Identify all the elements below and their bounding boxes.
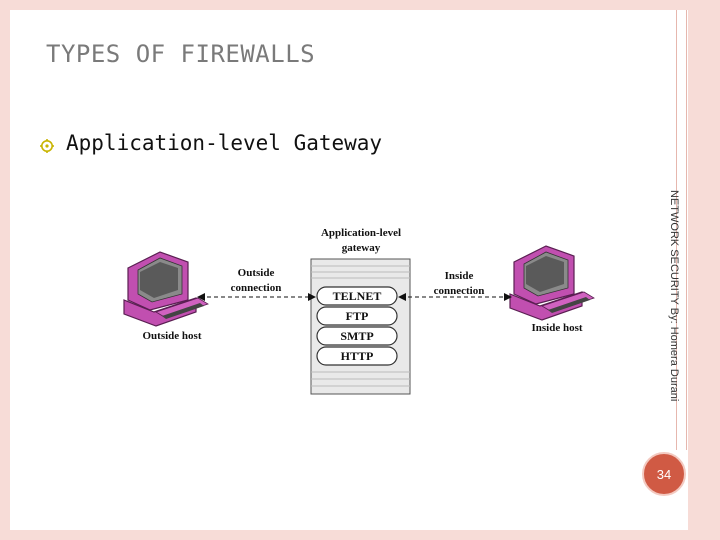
inside-connection-line2: connection (434, 285, 485, 297)
protocol-telnet (316, 286, 398, 306)
bullet-icon (40, 139, 54, 153)
slide-frame-left (0, 0, 10, 540)
rail-line-outer (686, 10, 687, 450)
bullet-text: Application-level Gateway (66, 131, 383, 155)
slide-frame-top (0, 0, 720, 10)
outside-computer-icon (123, 251, 209, 327)
protocol-label-http: HTTP (341, 349, 374, 363)
outside-host-label: Outside host (143, 330, 202, 342)
page-number-badge: 34 (642, 452, 686, 496)
protocol-label-ftp: FTP (346, 309, 369, 323)
protocol-label-telnet: TELNET (333, 289, 382, 303)
page-number: 34 (656, 466, 672, 482)
outside-arrow-right-head (308, 293, 316, 301)
gateway-title-line2: gateway (342, 242, 381, 254)
protocol-label-smtp: SMTP (340, 329, 373, 343)
slide-title: TYPES OF FIREWALLS (46, 40, 316, 68)
inside-host-label: Inside host (531, 322, 582, 334)
outside-connection-line2: connection (231, 282, 282, 294)
outside-arrow-left-head (197, 293, 205, 301)
protocol-smtp (316, 326, 398, 346)
protocol-http (316, 346, 398, 366)
inside-connection-line1: Inside (445, 270, 474, 282)
gateway-title-line1: Application-level (321, 227, 401, 239)
protocol-ftp (316, 306, 398, 326)
rail-line (676, 10, 677, 450)
side-label: NETWORK SECURITY By: Homera Durani (668, 190, 680, 402)
slide-frame-bottom (0, 530, 720, 540)
inside-arrow-right-head (504, 293, 512, 301)
slide-frame-right (688, 0, 720, 540)
inside-arrow-left-head (398, 293, 406, 301)
inside-computer-icon (509, 245, 595, 321)
outside-connection-line1: Outside (238, 267, 275, 279)
